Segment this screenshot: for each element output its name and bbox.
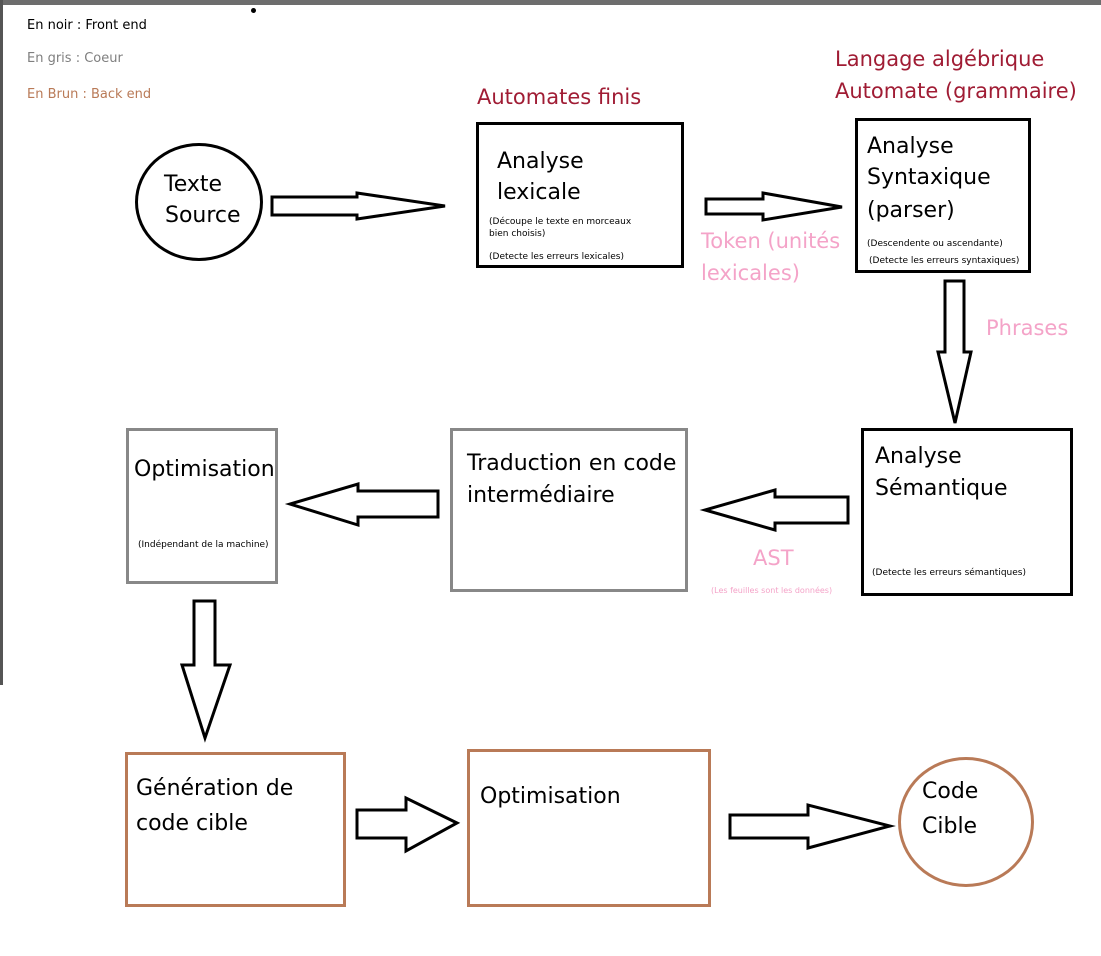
traduction-line2: intermédiaire [467, 483, 615, 508]
code-cible-line1: Code [922, 779, 979, 804]
cursor-dot [251, 8, 256, 13]
texte-source-line1: Texte [164, 172, 223, 197]
arrow-semantique-to-traduction [699, 488, 850, 532]
arrow-traduction-to-optimisation [284, 481, 440, 528]
optimisation-back-end-title: Optimisation [480, 784, 621, 809]
node-analyse-syntaxique: Analyse Syntaxique (parser) (Descendente… [855, 118, 1031, 273]
arrow-syntaxique-to-semantique [936, 279, 973, 424]
analyse-syntaxique-line3: (parser) [867, 198, 955, 223]
analyse-lexicale-note1b: bien choisis) [489, 229, 546, 239]
annotation-langage-algebrique: Langage algébrique [835, 47, 1045, 71]
node-generation-code-cible: Génération de code cible [125, 752, 346, 907]
traduction-line1: Traduction en code [467, 451, 677, 476]
analyse-lexicale-note1a: (Découpe le texte en morceaux [489, 217, 632, 227]
legend-back-end: En Brun : Back end [27, 87, 152, 102]
node-optimisation-coeur: Optimisation (Indépendant de la machine) [126, 428, 278, 584]
annotation-automate-grammaire: Automate (grammaire) [835, 79, 1077, 103]
analyse-semantique-line2: Sémantique [875, 476, 1008, 501]
annotation-phrases: Phrases [986, 316, 1069, 340]
generation-line2: code cible [136, 811, 248, 836]
node-optimisation-back-end: Optimisation [467, 749, 711, 907]
arrow-optimisation-to-generation [179, 599, 233, 743]
annotation-token-line2: lexicales) [701, 261, 800, 285]
texte-source-line2: Source [165, 203, 241, 228]
left-border [0, 0, 3, 685]
legend-coeur: En gris : Coeur [27, 51, 123, 66]
optimisation-coeur-title: Optimisation [134, 457, 275, 482]
generation-line1: Génération de [136, 776, 294, 801]
node-texte-source: Texte Source [135, 143, 263, 261]
annotation-automates-finis: Automates finis [477, 85, 642, 109]
optimisation-coeur-note: (Indépendant de la machine) [138, 540, 269, 550]
node-analyse-lexicale: Analyse lexicale (Découpe le texte en mo… [476, 122, 684, 268]
analyse-syntaxique-line1: Analyse [867, 134, 954, 159]
analyse-lexicale-line2: lexicale [497, 180, 581, 205]
analyse-syntaxique-note1: (Descendente ou ascendante) [867, 239, 1003, 249]
legend-front-end: En noir : Front end [27, 18, 147, 33]
code-cible-line2: Cible [922, 814, 978, 839]
arrow-lexicale-to-syntaxique [704, 191, 843, 222]
analyse-lexicale-line1: Analyse [497, 149, 584, 174]
analyse-syntaxique-note2: (Detecte les erreurs syntaxiques) [869, 256, 1020, 266]
node-code-cible: Code Cible [898, 757, 1034, 887]
arrow-generation-to-optimisation [355, 795, 461, 854]
node-analyse-semantique: Analyse Sémantique (Detecte les erreurs … [861, 428, 1073, 596]
analyse-semantique-line1: Analyse [875, 444, 962, 469]
node-traduction-code-intermediaire: Traduction en code intermédiaire [450, 428, 688, 592]
annotation-ast-note: (Les feuilles sont les données) [711, 586, 833, 595]
arrow-optimisation-to-code-cible [728, 803, 896, 850]
analyse-semantique-note: (Detecte les erreurs sémantiques) [872, 568, 1026, 578]
analyse-syntaxique-line2: Syntaxique [867, 165, 991, 190]
annotation-ast: AST [753, 546, 794, 570]
annotation-token-line1: Token (unités [701, 229, 841, 253]
analyse-lexicale-note2: (Detecte les erreurs lexicales) [489, 252, 624, 262]
arrow-source-to-lexicale [270, 191, 446, 221]
top-border [0, 0, 1101, 5]
